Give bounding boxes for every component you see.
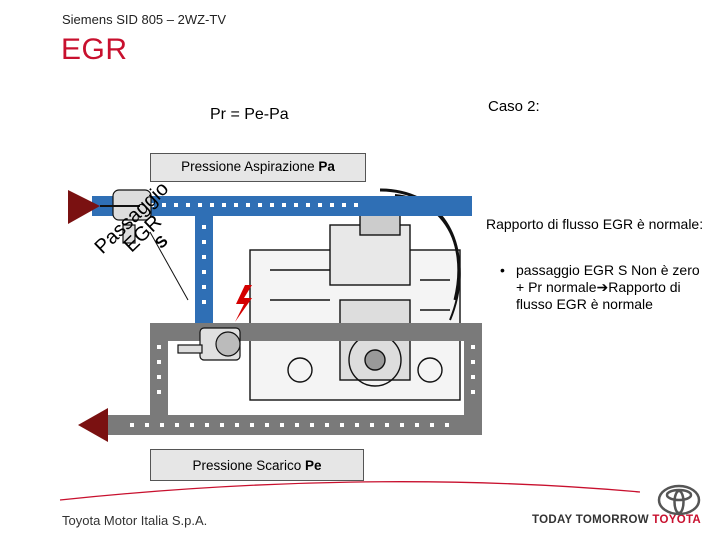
toyota-logo-icon — [657, 484, 701, 516]
exhaust-pressure-symbol: Pe — [305, 458, 322, 473]
footer-swoosh — [59, 481, 641, 501]
brand-tagline: TODAY TOMORROW TOYOTA — [532, 514, 701, 526]
brand-tagline-toyota: TOYOTA — [652, 514, 702, 526]
intake-pressure-text: Pressione Aspirazione — [181, 159, 319, 174]
pressure-formula: Pr = Pe-Pa — [210, 106, 289, 123]
case-label: Caso 2: — [488, 98, 540, 115]
arrow-right-icon: ➔ — [596, 279, 609, 295]
throttle-valve — [100, 189, 152, 244]
subtitle: Siemens SID 805 – 2WZ-TV — [62, 12, 226, 27]
engine-illustration — [249, 188, 461, 401]
bullet-text-3: Rapporto di flusso EGR è normale — [516, 279, 681, 312]
bullet-marker: • — [500, 262, 505, 278]
lightning-icon — [235, 285, 252, 322]
brand-tagline-today: TODAY TOMORROW — [532, 514, 653, 526]
intake-arrow — [68, 190, 100, 224]
bullet-text-1: passaggio EGR S Non è zero — [516, 262, 700, 278]
bullet-text-2-row: + Pr normale➔Rapporto di flusso EGR è no… — [516, 279, 711, 313]
bullet-item: passaggio EGR S Non è zero + Pr normale➔… — [516, 262, 711, 313]
flow-ratio-text: Rapporto di flusso EGR è normale: — [486, 216, 704, 232]
intake-pipe — [92, 196, 472, 326]
egr-valve — [177, 327, 241, 361]
bullet-text-2: + Pr normale — [516, 279, 597, 295]
intake-pressure-symbol: Pa — [318, 159, 335, 174]
exhaust-arrow — [78, 408, 108, 442]
exhaust-pressure-label: Pressione Scarico Pe — [150, 449, 364, 481]
egr-passage-line — [149, 231, 189, 301]
page-title: EGR — [61, 33, 128, 66]
exhaust-pressure-text: Pressione Scarico — [192, 458, 306, 473]
intake-pressure-label: Pressione Aspirazione Pa — [150, 153, 366, 182]
footer-company: Toyota Motor Italia S.p.A. — [62, 513, 208, 528]
